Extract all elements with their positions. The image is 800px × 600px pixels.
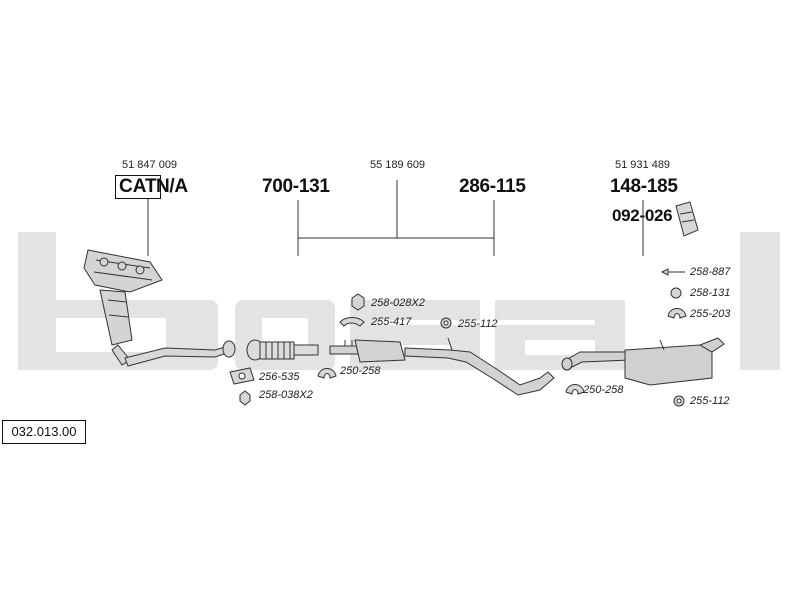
heat-shield-bracket-icon [675,201,699,237]
na-label: N/A [156,176,188,197]
cat-label: CAT [115,175,161,199]
part-rubber-mid: 255-112 [458,318,498,330]
front-pipe-number: 700-131 [262,176,330,197]
part-nut-lower: 258-038X2 [259,389,313,401]
nut-lower-icon [239,390,251,406]
part-clamp-upper: 255-417 [371,316,412,328]
leader-lines [147,180,644,256]
middle-silencer-number: 286-115 [459,176,526,197]
hardware-symbols [229,268,687,407]
clamp-right-icon [565,384,585,395]
part-gasket: 256-535 [259,371,300,383]
part-ring-right: 258-131 [690,287,731,299]
oem-number-left: 51 847 009 [122,159,178,171]
part-hanger-right: 255-203 [690,308,731,320]
hanger-icon [667,308,687,319]
rear-silencer [561,337,725,386]
oem-number-right: 51 931 489 [615,159,671,171]
rear-silencer-number: 148-185 [610,176,678,197]
clamp-mid-icon [317,368,337,379]
middle-silencer [329,337,555,396]
front-pipe-section [124,340,236,367]
heat-shield-kit-number: 092-026 [612,206,673,225]
clamp-icon [339,317,365,327]
oem-number-middle: 55 189 609 [370,159,426,171]
part-clamp-mid: 250-258 [340,365,381,377]
flex-pipe [246,339,319,361]
part-rubber-right: 255-112 [690,395,730,407]
part-nut-upper: 258-028X2 [371,297,425,309]
part-clamp-right: 250-258 [583,384,624,396]
ring-icon [670,287,682,299]
part-bolt-right: 258-887 [690,266,731,278]
diagram-code-label: 032.013.00 [2,420,86,444]
nut-icon [351,293,365,311]
